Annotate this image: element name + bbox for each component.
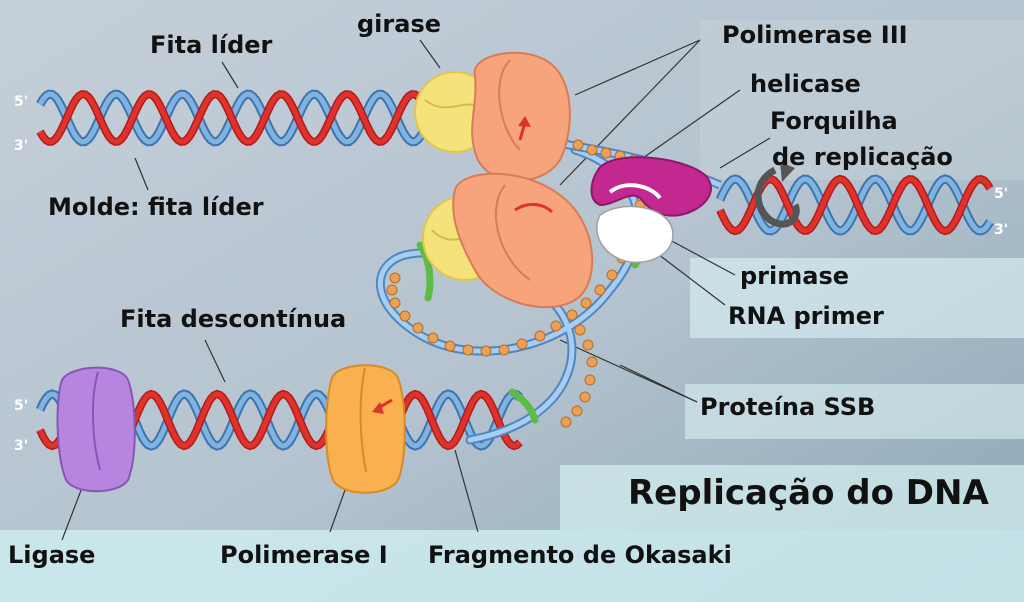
ssb-protein bbox=[584, 374, 596, 386]
bottom-3prime-label: 3' bbox=[14, 438, 28, 454]
ssb-protein bbox=[600, 147, 612, 159]
top-right-panel bbox=[700, 20, 1024, 180]
top-5prime-label: 5' bbox=[14, 94, 28, 110]
ssb-protein bbox=[444, 340, 456, 352]
bottom-label-band bbox=[0, 530, 1024, 602]
label-polimerase-iii: Polimerase III bbox=[722, 21, 908, 49]
ssb-protein bbox=[586, 144, 598, 156]
new-strand bbox=[37, 91, 472, 145]
primase-enzyme bbox=[596, 205, 674, 264]
ssb-protein bbox=[389, 297, 401, 309]
leader-lines bbox=[61, 39, 771, 541]
polymerase-iii-enzyme bbox=[452, 51, 594, 309]
right-3prime-label: 3' bbox=[994, 222, 1008, 238]
label-molde-fita-lider: Molde: fita líder bbox=[48, 193, 264, 221]
label-polimerase-i: Polimerase I bbox=[220, 541, 388, 569]
leading-strand-helix bbox=[36, 89, 474, 147]
label-helicase: helicase bbox=[750, 70, 861, 98]
label-ligase: Ligase bbox=[8, 541, 96, 569]
label-proteina-ssb: Proteína SSB bbox=[700, 393, 876, 421]
ssb-protein bbox=[534, 330, 546, 342]
ssb-protein bbox=[594, 284, 606, 296]
ssb-protein bbox=[389, 272, 401, 284]
label-fita-lider: Fita líder bbox=[150, 31, 273, 59]
label-rna-primer: RNA primer bbox=[728, 302, 884, 330]
ssb-protein bbox=[399, 310, 411, 322]
ssb-protein bbox=[586, 356, 598, 368]
top-3prime-label: 3' bbox=[14, 138, 28, 154]
right-5prime-label: 5' bbox=[994, 186, 1008, 202]
ssb-protein bbox=[462, 344, 474, 356]
ssb-protein bbox=[572, 139, 584, 151]
ssb-protein bbox=[427, 332, 439, 344]
ssb-protein bbox=[386, 284, 398, 296]
ssb-protein bbox=[580, 297, 592, 309]
rotation-arrowhead bbox=[780, 162, 795, 182]
diagram-title: Replicação do DNA bbox=[628, 473, 989, 513]
ssb-protein bbox=[579, 391, 591, 403]
title-panel bbox=[560, 465, 1024, 530]
polymerase-i-enzyme bbox=[325, 364, 406, 494]
lagging-template-loop-highlight bbox=[378, 147, 641, 443]
label-forquilha: Forquilha bbox=[770, 107, 898, 135]
rna-primer-loop bbox=[416, 241, 434, 302]
ssb-protein bbox=[498, 344, 510, 356]
label-panel-primase bbox=[690, 258, 1024, 338]
label-primase: primase bbox=[740, 262, 850, 290]
rotation-arrow bbox=[754, 166, 800, 228]
ssb-protein bbox=[566, 309, 578, 321]
label-fragmento-okasaki: Fragmento de Okasaki bbox=[428, 541, 732, 569]
ssb-protein bbox=[480, 345, 492, 357]
label-de-replicacao: de replicação bbox=[772, 143, 953, 171]
template-strand bbox=[717, 176, 993, 234]
ssb-protein bbox=[560, 416, 572, 428]
label-fita-descontinua: Fita descontínua bbox=[120, 305, 347, 333]
label-panel-ssb bbox=[685, 384, 1024, 439]
ssb-protein bbox=[412, 322, 424, 334]
ssb-protein bbox=[571, 405, 583, 417]
ssb-protein bbox=[606, 269, 618, 281]
rna-primer-bottom bbox=[508, 388, 539, 424]
ssb-protein bbox=[516, 338, 528, 350]
ssb-protein bbox=[582, 339, 594, 351]
ligase-enzyme bbox=[56, 366, 136, 493]
label-girase: girase bbox=[357, 10, 441, 38]
helicase-enzyme bbox=[590, 156, 712, 217]
ssb-protein bbox=[550, 320, 562, 332]
bottom-5prime-label: 5' bbox=[14, 398, 28, 414]
ssb-protein bbox=[574, 324, 586, 336]
